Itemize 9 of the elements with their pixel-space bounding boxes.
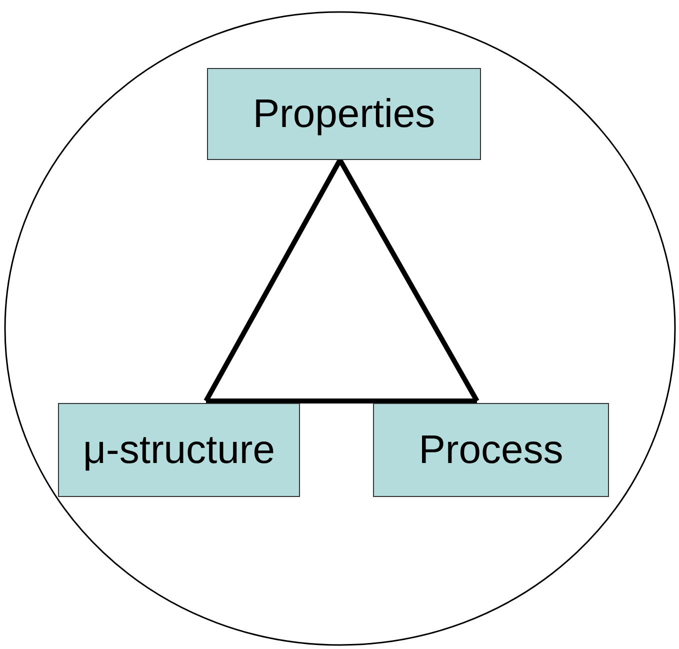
connector-line <box>206 398 477 404</box>
process-box <box>373 403 609 497</box>
box-label: Properties <box>252 92 436 136</box>
box-label: μ-structure <box>83 428 275 472</box>
process-box <box>207 68 481 160</box>
box-label: Process <box>418 428 564 472</box>
connector-line <box>204 158 342 402</box>
process-box <box>58 403 300 497</box>
connector-line <box>338 158 480 402</box>
